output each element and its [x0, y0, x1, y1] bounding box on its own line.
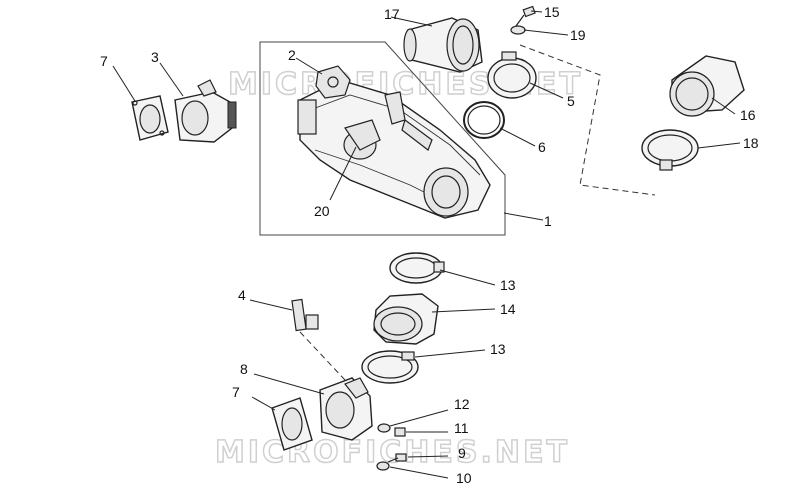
callout-7-bottom: 7	[232, 384, 240, 400]
manifold-part-8	[319, 377, 373, 441]
callout-6: 6	[538, 139, 546, 155]
watermark-bottom: MICROFICHES.NET	[215, 435, 570, 470]
callout-4: 4	[238, 287, 246, 303]
bolt-part-15	[515, 5, 536, 27]
bolt-part-9	[387, 453, 407, 463]
callout-3: 3	[151, 49, 159, 65]
callout-17: 17	[384, 6, 400, 22]
manifold-part-3	[174, 79, 237, 143]
callout-13-lower: 13	[490, 341, 506, 357]
callout-18: 18	[743, 135, 759, 151]
duct-part-17	[403, 17, 483, 73]
callout-5: 5	[567, 93, 575, 109]
injector-part-4	[291, 298, 346, 381]
clamp-part-13-lower	[361, 350, 419, 384]
guide-line-right	[519, 44, 656, 196]
callout-14: 14	[500, 301, 516, 317]
callout-12: 12	[454, 396, 470, 412]
sensor-part-2	[315, 65, 351, 99]
washer-part-10	[376, 461, 390, 471]
washer-part-19	[510, 25, 526, 35]
clamp-part-5	[487, 51, 537, 99]
clamp-part-13-upper	[389, 252, 445, 284]
callout-8: 8	[240, 361, 248, 377]
callout-13-upper: 13	[500, 277, 516, 293]
callout-10: 10	[456, 470, 472, 486]
callout-11: 11	[454, 420, 469, 436]
callout-15: 15	[544, 4, 560, 20]
leader-lines	[112, 10, 741, 479]
throttle-body-part-1	[297, 79, 491, 219]
callout-2: 2	[288, 47, 296, 63]
gasket-part-7-top	[131, 95, 169, 141]
boot-part-14	[373, 293, 439, 345]
part-20	[344, 119, 381, 151]
washer-part-12	[377, 423, 391, 433]
callout-9: 9	[458, 445, 466, 461]
callout-1: 1	[544, 213, 552, 229]
callout-20: 20	[314, 203, 330, 219]
bolt-part-11	[394, 427, 406, 437]
callout-19: 19	[570, 27, 586, 43]
callout-7-top: 7	[100, 53, 108, 69]
o-ring-part-6	[463, 101, 505, 139]
assembly-frame	[259, 41, 506, 236]
boot-part-16	[669, 55, 745, 117]
callout-16: 16	[740, 107, 756, 123]
clamp-part-18	[641, 129, 699, 171]
gasket-part-7-bottom	[271, 397, 313, 451]
